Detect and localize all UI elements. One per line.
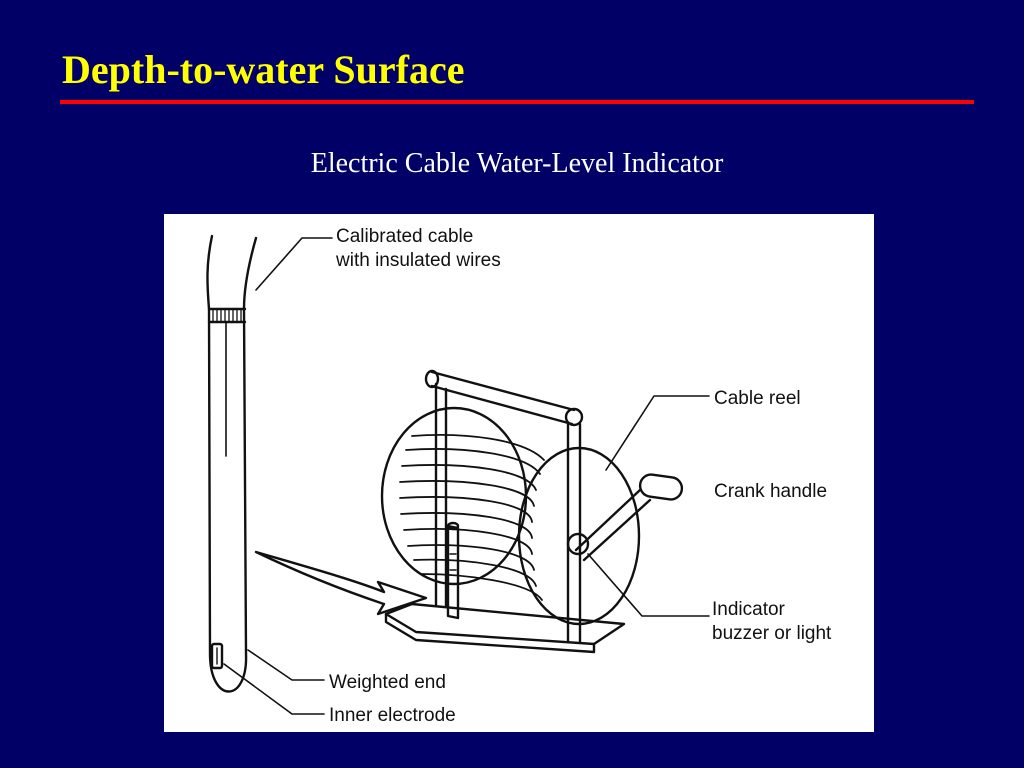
- slide-subtitle: Electric Cable Water-Level Indicator: [310, 148, 724, 179]
- label-cable-reel: Cable reel: [714, 388, 801, 409]
- water-level-indicator-diagram: Calibrated cable with insulated wires Ca…: [206, 226, 832, 726]
- label-inner-electrode: Inner electrode: [329, 705, 456, 726]
- label-weighted-end: Weighted end: [329, 672, 446, 693]
- slide-title: Depth-to-water Surface: [62, 47, 465, 92]
- diagram-figure: Calibrated cable with insulated wires Ca…: [164, 214, 874, 732]
- label-calibrated-cable-line2: with insulated wires: [335, 250, 501, 271]
- label-indicator-line1: Indicator: [712, 599, 786, 620]
- label-indicator-line2: buzzer or light: [712, 623, 832, 644]
- cable-reel-drawing: [380, 369, 684, 654]
- label-crank-handle: Crank handle: [714, 481, 827, 502]
- title-divider: [60, 100, 974, 104]
- pointer-arrow: [254, 550, 428, 616]
- label-calibrated-cable-line1: Calibrated cable: [336, 226, 473, 247]
- leader-lines: [223, 237, 710, 715]
- probe-cable-drawing: [206, 234, 258, 693]
